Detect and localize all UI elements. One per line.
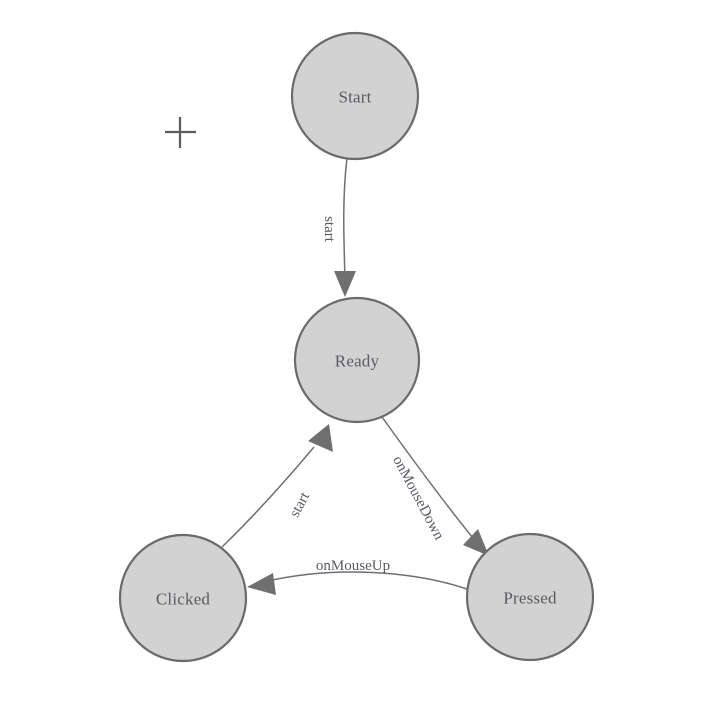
node-pressed[interactable]: Pressed — [465, 532, 595, 662]
node-ready[interactable]: Ready — [293, 296, 421, 424]
edge-label-start-to-ready: start — [321, 216, 337, 243]
edge-start-to-ready-path[interactable] — [343, 157, 348, 282]
edge-pressed-to-clicked-path[interactable] — [263, 571, 468, 590]
node-pressed-circle[interactable] — [465, 532, 595, 662]
node-ready-label: Ready — [335, 352, 380, 371]
edge-pressed-to-clicked[interactable]: onMouseUp — [247, 558, 468, 595]
node-start-label: Start — [338, 88, 371, 107]
edge-clicked-to-ready[interactable]: start — [221, 424, 333, 548]
edge-start-to-ready[interactable]: start — [321, 157, 356, 297]
edge-pressed-to-clicked-arrowhead — [247, 573, 276, 595]
node-clicked-circle[interactable] — [118, 533, 248, 663]
edge-label-pressed-to-clicked: onMouseUp — [316, 558, 390, 574]
node-clicked-label: Clicked — [156, 590, 211, 609]
edge-start-to-ready-arrowhead — [334, 271, 356, 297]
edge-label-clicked-to-ready: start — [287, 489, 314, 520]
node-start-circle[interactable] — [290, 31, 420, 161]
edge-ready-to-pressed[interactable]: onMouseDown — [381, 416, 489, 556]
edge-ready-to-pressed-path[interactable] — [381, 416, 478, 544]
node-start[interactable]: Start — [290, 31, 420, 161]
node-ready-circle[interactable] — [293, 296, 421, 424]
edge-clicked-to-ready-arrowhead — [308, 424, 333, 452]
plus-crosshair-icon — [165, 117, 196, 148]
edge-clicked-to-ready-path[interactable] — [221, 446, 315, 548]
edge-ready-to-pressed-arrowhead — [463, 529, 489, 556]
node-clicked[interactable]: Clicked — [118, 533, 248, 663]
node-pressed-label: Pressed — [503, 589, 557, 608]
